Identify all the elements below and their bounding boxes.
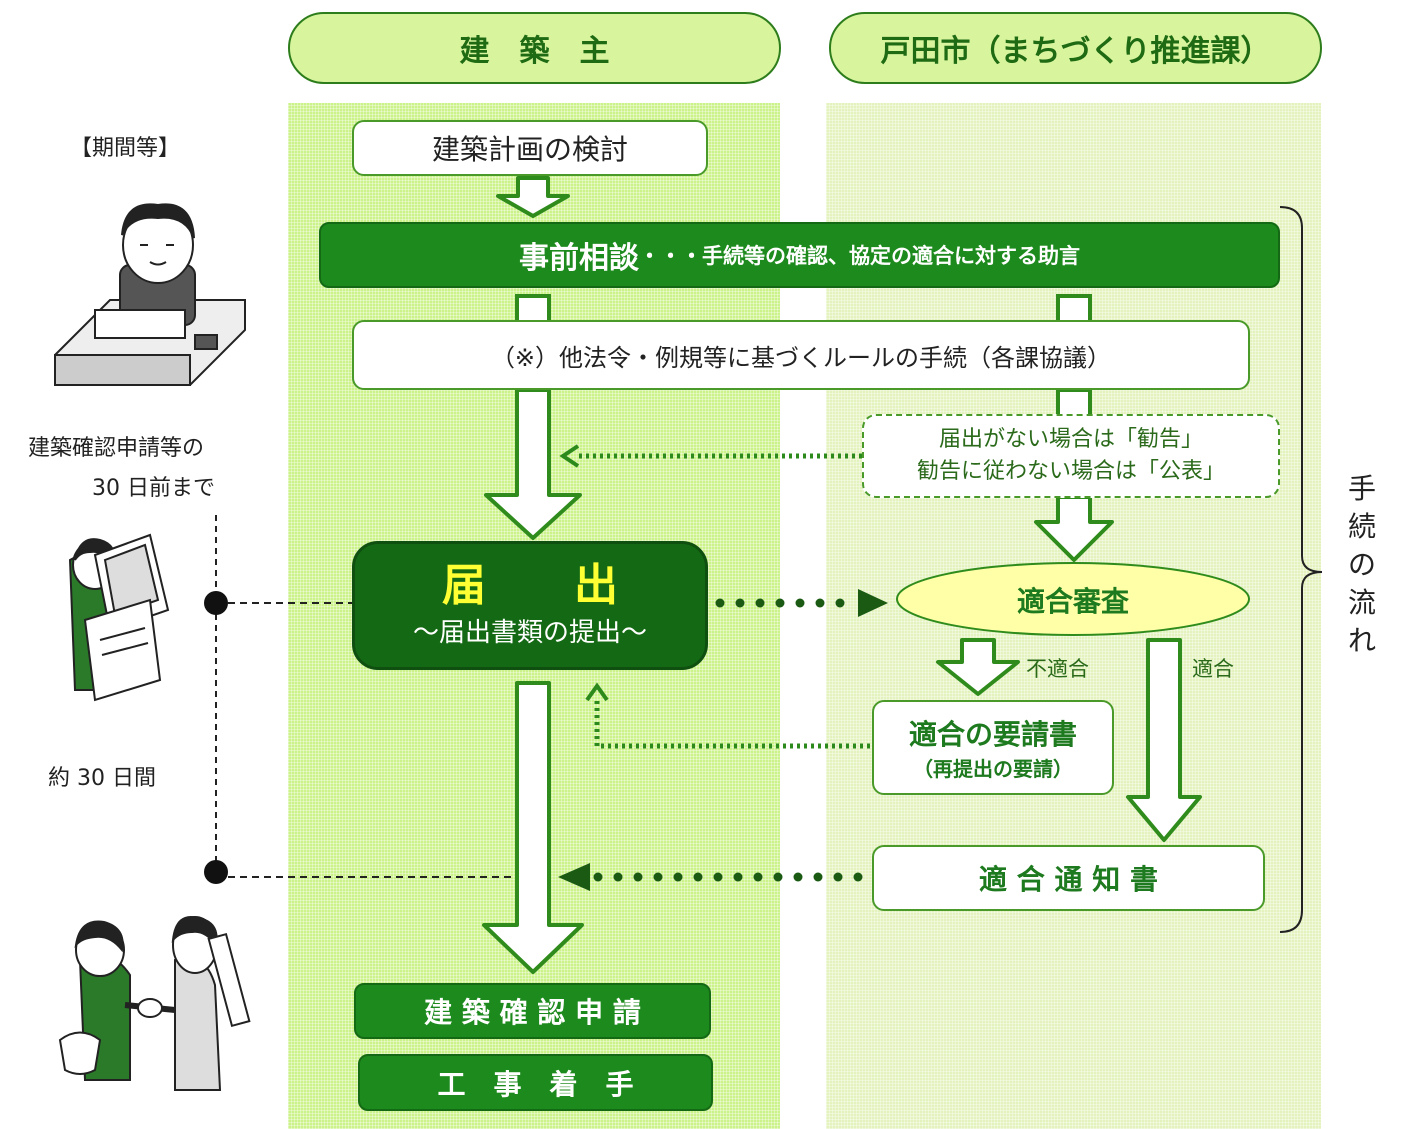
arrow-review-to-notice xyxy=(1126,638,1202,842)
conform-label: 適合 xyxy=(1192,657,1234,681)
flow-char-4: 流 xyxy=(1347,586,1376,619)
dotted-request-arrowhead xyxy=(585,682,609,702)
arrow-consult-to-rules-city xyxy=(1056,294,1092,324)
document-carrier-illustration xyxy=(68,533,170,702)
step-plan-label: 建築計画の検討 xyxy=(431,133,628,166)
step-request: 適合の要請書 （再提出の要請） xyxy=(872,700,1114,795)
step-permit: 建 築 確 認 申 請 xyxy=(354,983,711,1039)
header-city: 戸田市（まちづくり推進課） xyxy=(829,12,1322,84)
arrow-review-to-request xyxy=(936,638,1020,696)
flow-char-2: 続 xyxy=(1347,510,1376,543)
arrow-notify-to-permit xyxy=(482,681,584,974)
dotted-request-to-notify xyxy=(594,700,870,749)
request-sub: （再提出の要請） xyxy=(913,757,1073,781)
warning-box: 届出がない場合は「勧告」 勧告に従わない場合は「公表」 xyxy=(862,414,1280,498)
step-consult: 事前相談 ・・・手続等の確認、協定の適合に対する助言 xyxy=(319,222,1280,288)
other-rules-label: （※）他法令・例規等に基づくルールの手続（各課協議） xyxy=(490,343,1112,372)
conform-notice-label: 適 合 通 知 書 xyxy=(979,863,1158,896)
arrow-plan-to-consult xyxy=(496,176,570,218)
consult-main: 事前相談 xyxy=(519,241,639,276)
review-label: 適合審査 xyxy=(1016,585,1129,618)
step-other-rules: （※）他法令・例規等に基づくルールの手続（各課協議） xyxy=(352,320,1250,390)
deadline-line1: 建築確認申請等の xyxy=(28,436,205,461)
timeline-dot-notify xyxy=(204,591,228,615)
arrow-warning-to-review xyxy=(1034,495,1114,562)
header-builder: 建 築 主 xyxy=(288,12,781,84)
deadline-line2: 30 日前まで xyxy=(92,476,215,501)
review-ellipse xyxy=(896,562,1250,636)
flow-char-5: れ xyxy=(1347,624,1376,657)
step-notify: 届 出 ～届出書類の提出～ xyxy=(352,541,708,670)
timeline-dot-notice xyxy=(204,860,228,884)
dotted-notify-to-review xyxy=(715,589,888,617)
step-conform-notice: 適 合 通 知 書 xyxy=(872,845,1265,911)
arrow-consult-to-rules xyxy=(515,294,551,324)
flow-char-3: の xyxy=(1347,548,1376,581)
flow-char-1: 手 xyxy=(1347,472,1376,505)
dotted-notice-to-flow xyxy=(558,863,863,891)
period-label: 【期間等】 xyxy=(70,136,181,161)
consult-sub: ・・・手続等の確認、協定の適合に対する助言 xyxy=(639,244,1080,268)
permit-label: 建 築 確 認 申 請 xyxy=(424,996,641,1029)
construction-label: 工 事 着 手 xyxy=(437,1067,634,1101)
notify-title: 届 出 xyxy=(442,559,618,611)
notify-sub: ～届出書類の提出～ xyxy=(412,617,647,648)
desk-worker-illustration xyxy=(54,203,246,386)
nonconform-label: 不適合 xyxy=(1026,657,1089,681)
flow-brace xyxy=(1279,206,1323,933)
request-title: 適合の要請書 xyxy=(908,718,1077,751)
flow-label: 手 続 の 流 れ xyxy=(1342,470,1382,660)
handshake-illustration xyxy=(58,916,251,1091)
step-construction: 工 事 着 手 xyxy=(358,1054,713,1111)
dotted-warning-arrowhead xyxy=(559,444,580,468)
step-plan: 建築計画の検討 xyxy=(352,120,708,176)
duration-label: 約 30 日間 xyxy=(48,766,156,791)
arrow-rules-to-notify xyxy=(484,388,582,540)
warning-line2: 勧告に従わない場合は「公表」 xyxy=(916,459,1225,484)
warning-line1: 届出がない場合は「勧告」 xyxy=(938,427,1203,452)
